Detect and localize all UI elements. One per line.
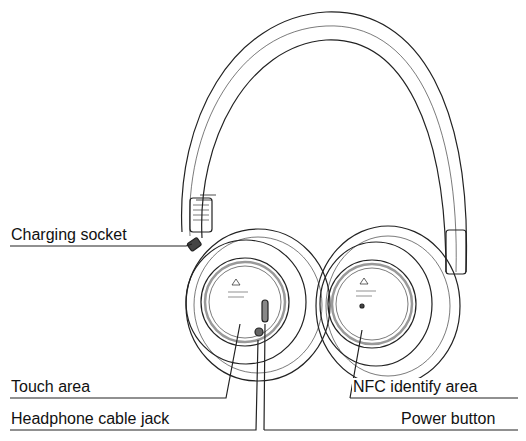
part-label: Headphone cable jack: [10, 410, 170, 428]
part-label: Charging socket: [10, 226, 128, 244]
part-label: Touch area: [10, 378, 91, 396]
part-label: Power button: [400, 410, 496, 428]
part-label: NFC identify area: [352, 378, 479, 396]
